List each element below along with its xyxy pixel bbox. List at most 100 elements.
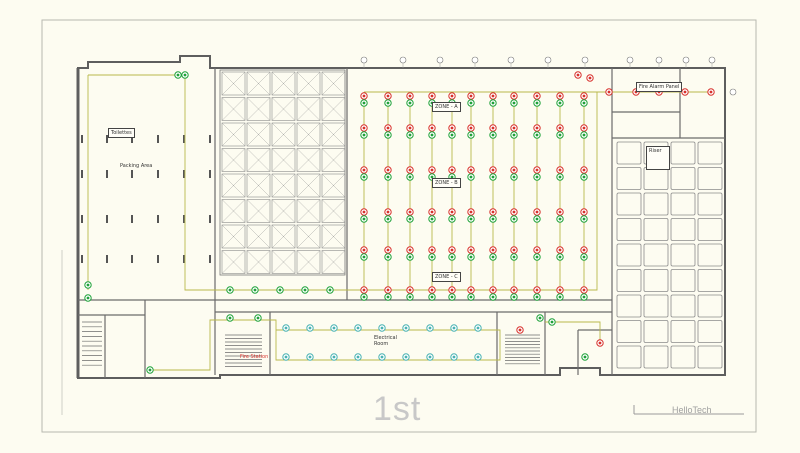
stairs bbox=[82, 321, 540, 367]
rack-cell bbox=[271, 122, 296, 147]
alarm-device-core bbox=[430, 288, 434, 292]
alarm-device-core bbox=[408, 126, 412, 130]
rack-hatch bbox=[296, 71, 321, 96]
alarm-device-core bbox=[408, 175, 412, 179]
alarm-device-core bbox=[558, 126, 562, 130]
alarm-device-core bbox=[386, 94, 390, 98]
alarm-device-core bbox=[450, 248, 454, 252]
alarm-device-core bbox=[362, 101, 366, 105]
alarm-device-core bbox=[535, 295, 539, 299]
alarm-device-core bbox=[386, 101, 390, 105]
alarm-device-core bbox=[308, 355, 312, 359]
alarm-device-core bbox=[450, 133, 454, 137]
rack-hatch bbox=[271, 250, 296, 274]
rack-cell bbox=[221, 250, 246, 274]
office-cell bbox=[616, 345, 642, 369]
wiring-loop bbox=[363, 92, 598, 291]
alarm-device-core bbox=[469, 94, 473, 98]
rack-cell bbox=[221, 148, 246, 172]
alarm-device-core bbox=[253, 288, 257, 292]
office-cell bbox=[616, 320, 642, 343]
wiring-loop bbox=[275, 329, 501, 361]
drawing-border bbox=[41, 19, 757, 433]
alarm-device-core bbox=[535, 175, 539, 179]
rack-hatch bbox=[296, 250, 321, 274]
alarm-device-core bbox=[683, 90, 687, 94]
alarm-device-core bbox=[450, 126, 454, 130]
grid-bubble bbox=[544, 56, 552, 64]
office-cell bbox=[643, 345, 669, 369]
alarm-device-core bbox=[476, 355, 480, 359]
alarm-device-core bbox=[362, 288, 366, 292]
alarm-device-core bbox=[469, 255, 473, 259]
office-cell bbox=[697, 141, 723, 165]
rack-hatch bbox=[321, 122, 346, 147]
office-cell bbox=[670, 320, 696, 343]
rack-cell bbox=[296, 71, 321, 96]
alarm-device-core bbox=[582, 168, 586, 172]
alarm-device-core bbox=[469, 248, 473, 252]
rack-cell bbox=[221, 122, 246, 147]
wiring-loop bbox=[150, 319, 277, 371]
alarm-device-core bbox=[450, 295, 454, 299]
office-cell bbox=[616, 192, 642, 216]
floor-label: 1st bbox=[373, 390, 422, 428]
rack-hatch bbox=[321, 250, 346, 274]
alarm-device-core bbox=[430, 133, 434, 137]
alarm-device-core bbox=[550, 320, 554, 324]
alarm-device-core bbox=[469, 175, 473, 179]
alarm-device-core bbox=[491, 168, 495, 172]
alarm-device-core bbox=[469, 101, 473, 105]
grid-bubble bbox=[436, 56, 444, 64]
fire-alarm-wiring bbox=[87, 74, 711, 371]
rack-cell bbox=[246, 199, 271, 223]
rack-cell bbox=[271, 173, 296, 198]
zone-c-label: ZONE - C bbox=[432, 272, 461, 282]
rack-cell bbox=[246, 97, 271, 121]
rack-hatch bbox=[221, 71, 246, 96]
rack-hatch bbox=[271, 148, 296, 172]
alarm-device-core bbox=[512, 94, 516, 98]
alarm-device-core bbox=[86, 283, 90, 287]
rack-cell bbox=[296, 148, 321, 172]
alarm-device-core bbox=[512, 133, 516, 137]
alarm-device-core bbox=[430, 175, 434, 179]
alarm-device-core bbox=[582, 248, 586, 252]
alarm-device-core bbox=[588, 76, 592, 80]
alarm-device-core bbox=[452, 355, 456, 359]
alarm-device-core bbox=[386, 133, 390, 137]
alarm-device-core bbox=[362, 133, 366, 137]
alarm-device-core bbox=[535, 126, 539, 130]
alarm-device-core bbox=[512, 217, 516, 221]
alarm-device-core bbox=[491, 295, 495, 299]
rack-hatch bbox=[271, 97, 296, 121]
rack-hatch bbox=[221, 199, 246, 223]
alarm-device-core bbox=[558, 175, 562, 179]
office-cell bbox=[616, 141, 642, 165]
rack-cell bbox=[246, 71, 271, 96]
room-label-riser: Riser bbox=[646, 146, 670, 170]
rack-hatch bbox=[246, 199, 271, 223]
alarm-device-core bbox=[408, 210, 412, 214]
rack-hatch bbox=[221, 97, 246, 121]
wiring-loop bbox=[88, 74, 215, 291]
office-cell bbox=[616, 167, 642, 190]
office-cell bbox=[697, 269, 723, 292]
rack-hatch bbox=[296, 97, 321, 121]
rack-cell bbox=[321, 199, 346, 223]
alarm-device-core bbox=[512, 101, 516, 105]
alarm-device-core bbox=[558, 101, 562, 105]
wiring-loop bbox=[545, 321, 601, 345]
alarm-device-core bbox=[408, 168, 412, 172]
alarm-device-core bbox=[512, 295, 516, 299]
alarm-device-core bbox=[535, 210, 539, 214]
rack-cell bbox=[321, 97, 346, 121]
alarm-device-core bbox=[386, 295, 390, 299]
zone-a-label: ZONE - A bbox=[432, 102, 461, 112]
company-name: HelloTech bbox=[672, 405, 712, 415]
alarm-device-core bbox=[356, 355, 360, 359]
alarm-device-core bbox=[535, 255, 539, 259]
alarm-device-core bbox=[430, 210, 434, 214]
alarm-device-core bbox=[450, 175, 454, 179]
